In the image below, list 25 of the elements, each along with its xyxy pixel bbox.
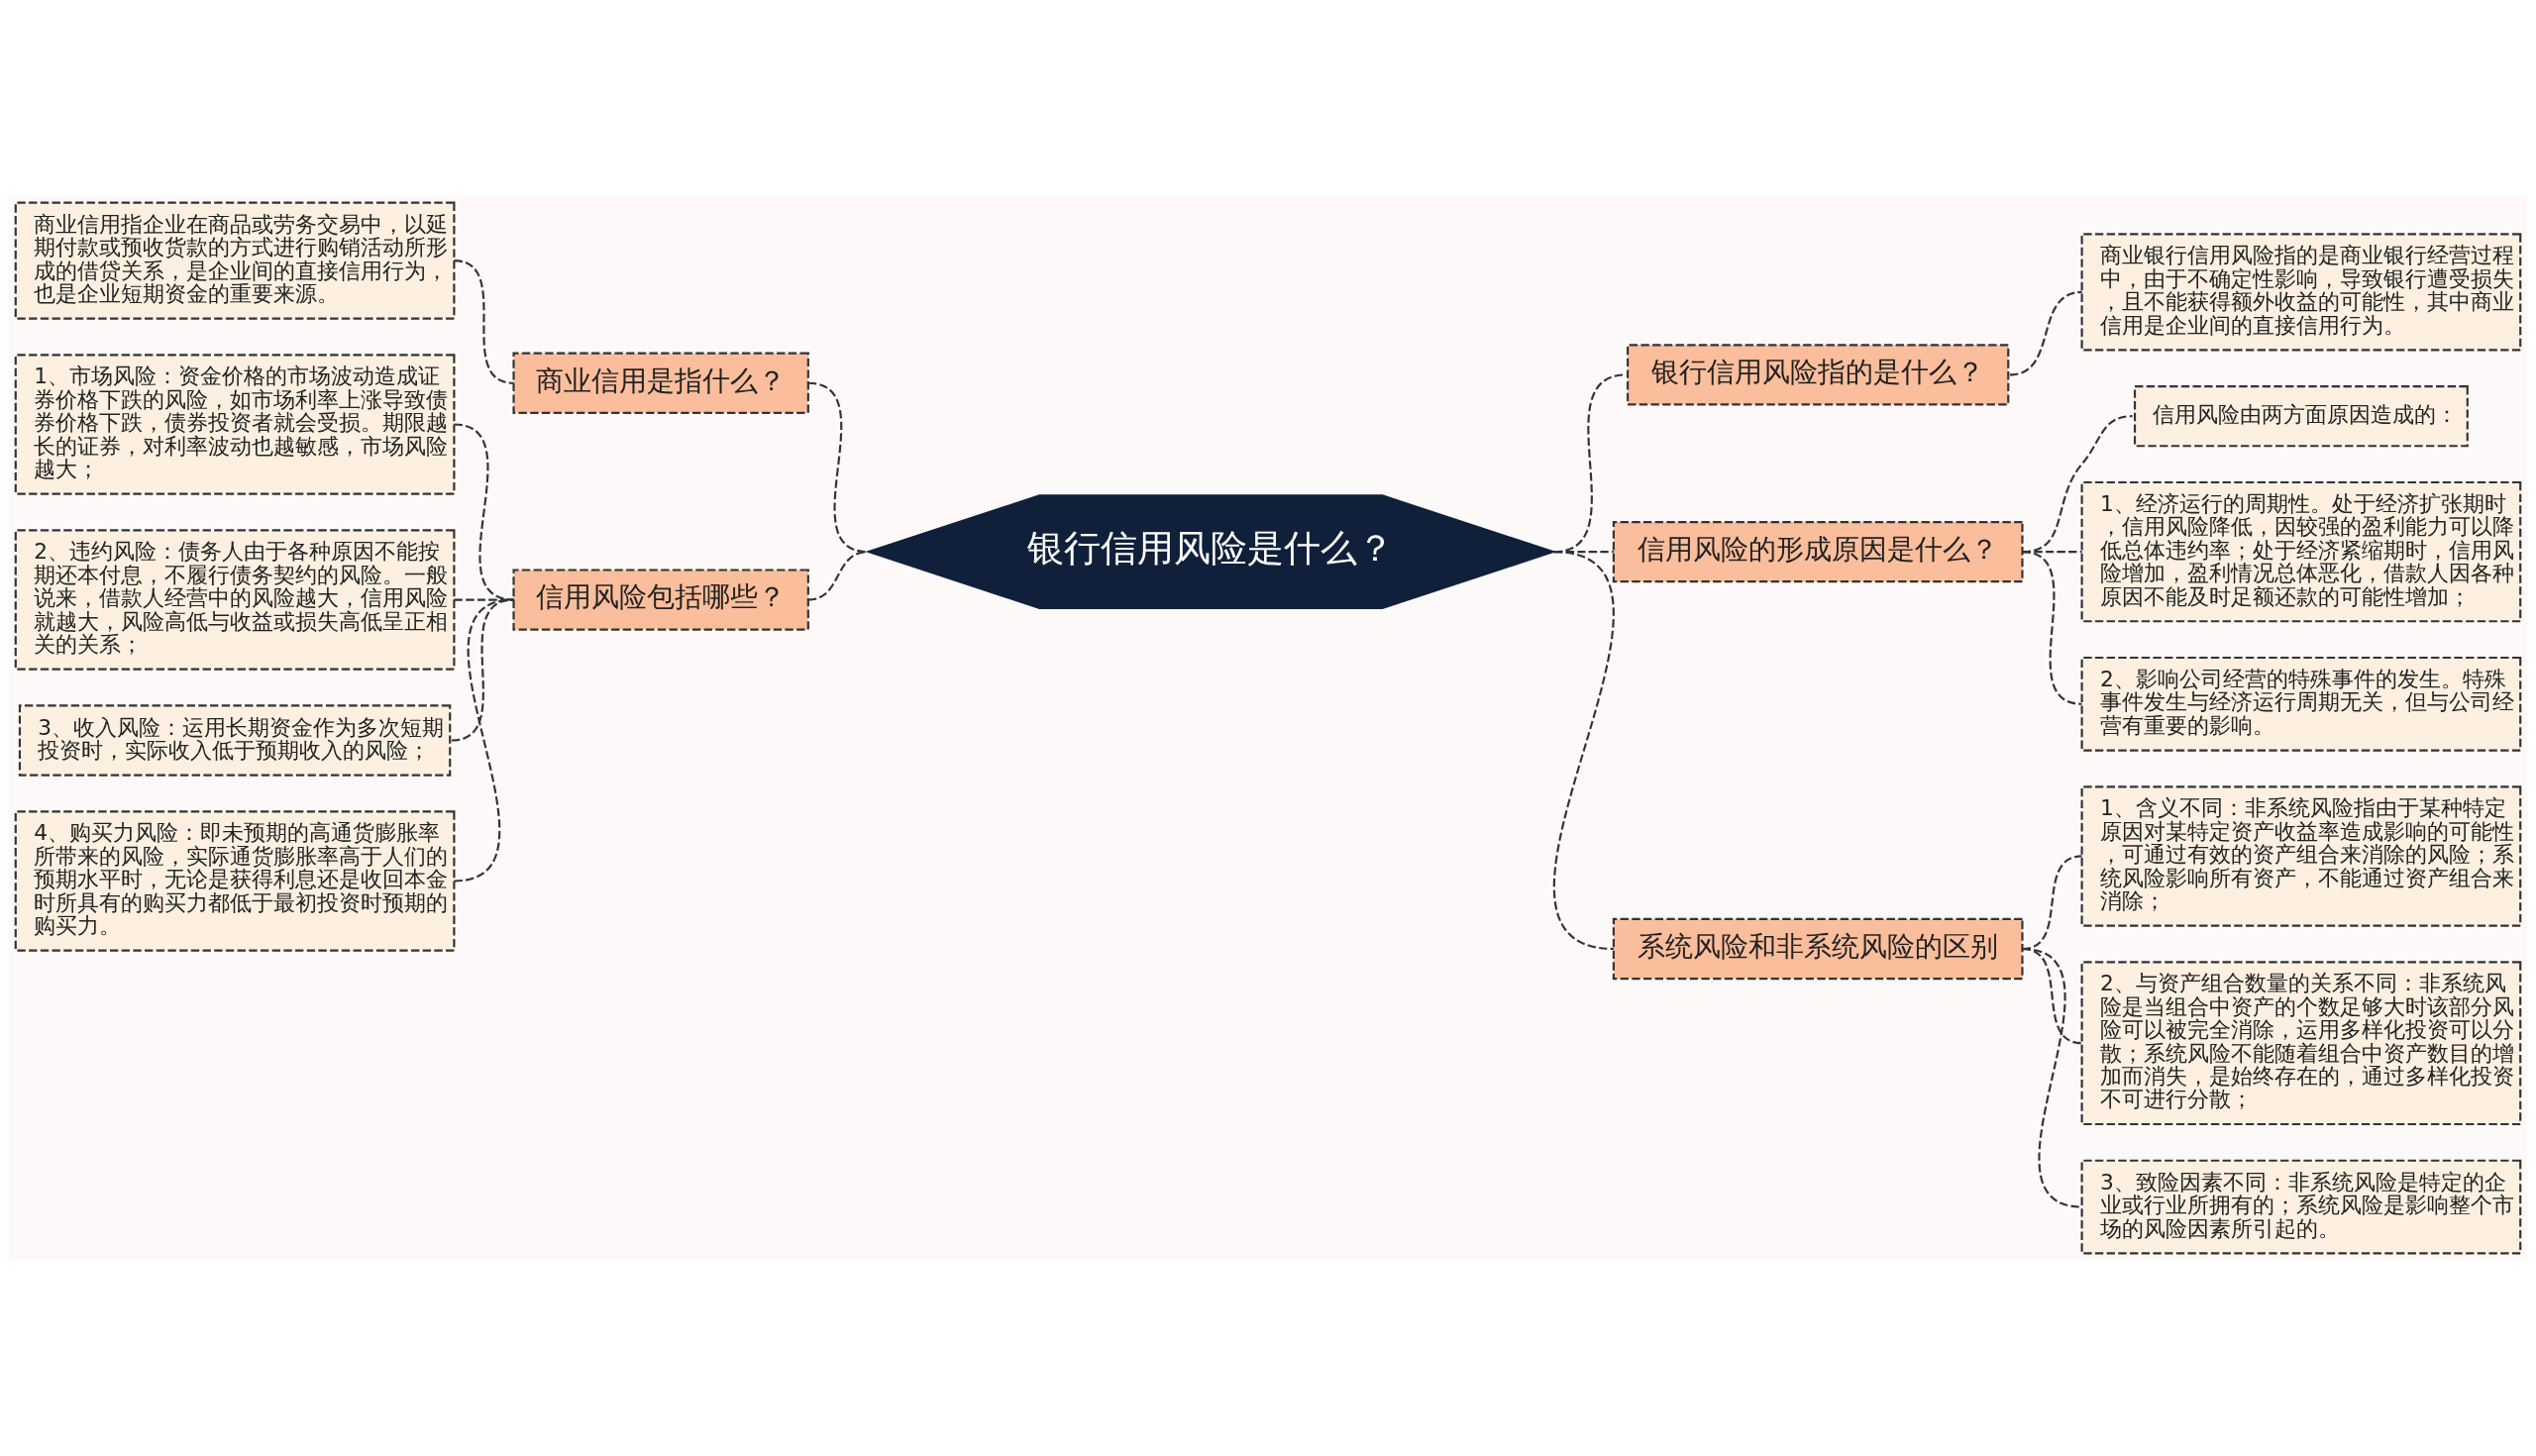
node-box: 1、经济运行的周期性。处于经济扩张期时，信用风险降低，因较强的盈利能力可以降低总体违约率；处于经济紧缩期时，信用风险增加，盈利情况总体恶化，借款人因各种原因不能及时足额还款的可能性增加；	[2080, 480, 2522, 623]
connector	[2022, 947, 2082, 1208]
connector	[454, 598, 514, 883]
node-box: 商业银行信用风险指的是商业银行经营过程中，由于不确定性影响，导致银行遭受损失，且不能获得额外收益的可能性，其中商业信用是企业间的直接信用行为。	[2080, 233, 2522, 352]
connector	[454, 260, 514, 384]
node-box: 1、含义不同：非系统风险指由于某种特定原因对某特定资产收益率造成影响的可能性，可通过有效的资产组合来消除的风险；系统风险影响所有资产，不能通过资产组合来消除；	[2080, 785, 2522, 927]
connector	[807, 381, 869, 554]
node-box: 信用风险由两方面原因造成的：	[2133, 385, 2469, 448]
node-box: 3、致险因素不同：非系统风险是特定的企业或行业所拥有的；系统风险是影响整个市场的风险因素所引起的。	[2080, 1159, 2522, 1255]
node-box: 商业信用指企业在商品或劳务交易中，以延期付款或预收货款的方式进行购销活动所形成的借贷关系，是企业间的直接信用行为，也是企业短期资金的重要来源。	[14, 201, 456, 320]
node-box: 信用风险包括哪些？	[512, 569, 809, 631]
node-box: 3、收入风险：运用长期资金作为多次短期投资时，实际收入低于预期收入的风险；	[18, 704, 452, 777]
node-box: 2、影响公司经营的特殊事件的发生。特殊事件发生与经济运行周期无关，但与公司经营有重要的影响。	[2080, 656, 2522, 752]
connector	[454, 423, 514, 601]
node-box: 4、购买力风险：即未预期的高通货膨胀率所带来的风险，实际通货膨胀率高于人们的预期水平时，无论是获得利息还是收回本金时所具有的购买力都低于最初投资时预期的购买力。	[14, 810, 456, 952]
connector	[2009, 290, 2082, 376]
node-box: 信用风险的形成原因是什么？	[1612, 520, 2024, 583]
node-box: 银行信用风险指的是什么？	[1627, 344, 2010, 406]
node-box: 系统风险和非系统风险的区别	[1612, 917, 2024, 981]
connector	[1553, 551, 1615, 951]
connector	[2022, 551, 2082, 705]
node-box: 商业信用是指什么？	[512, 352, 809, 414]
node-box: 2、违约风险：债务人由于各种原因不能按期还本付息，不履行债务契约的风险。一般说来，借款人经营中的风险越大，信用风险就越大，风险高低与收益或损失高低呈正相关的关系；	[14, 529, 456, 671]
node-box: 2、与资产组合数量的关系不同：非系统风险是当组合中资产的个数足够大时该部分风险可以被完全消除，运用多样化投资可以分散；系统风险不能随着组合中资产数目的增加而消失，是始终存在的，通过多样化投资不可进行分散；	[2080, 961, 2522, 1126]
node-box: 1、市场风险：资金价格的市场波动造成证券价格下跌的风险，如市场利率上涨导致债券价格下跌，债券投资者就会受损。期限越长的证券，对利率波动也越敏感，市场风险越大；	[14, 354, 456, 495]
